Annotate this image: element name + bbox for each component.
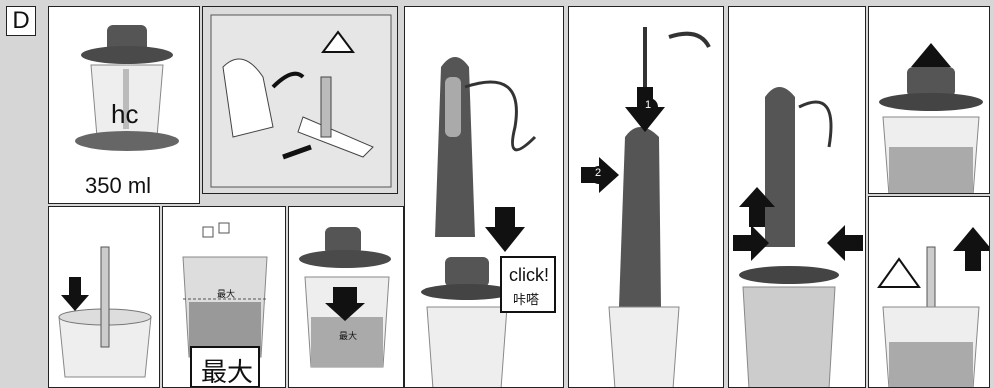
panel-press-buttons: 1 2 bbox=[568, 6, 724, 388]
step-1b: 1 bbox=[853, 235, 859, 246]
panel-detach: 1 1 2 bbox=[728, 6, 866, 388]
step-1: 1 bbox=[645, 99, 651, 111]
step-2: 2 bbox=[755, 190, 761, 201]
panel-click-attach: click! 咔嗒 bbox=[404, 6, 564, 388]
panel-remove-blade bbox=[868, 196, 990, 388]
max-mark: 最大 bbox=[217, 287, 235, 300]
max-mark: 最大 bbox=[339, 329, 357, 342]
down-arrow-icon bbox=[61, 277, 89, 311]
panel-attach-lid: 最大 bbox=[288, 206, 404, 388]
click-attach-illustration bbox=[405, 7, 564, 388]
remove-blade-illustration bbox=[869, 197, 990, 388]
press-buttons-illustration bbox=[569, 7, 724, 388]
panel-remove-lid bbox=[868, 6, 990, 194]
click-text-cn: 咔嗒 bbox=[513, 289, 539, 308]
step-1a: 1 bbox=[737, 235, 743, 246]
down-arrow-icon bbox=[485, 207, 525, 252]
cup-label: hc bbox=[111, 99, 138, 130]
click-text: click! bbox=[509, 265, 549, 286]
panel-chopper-capacity: hc 350 ml bbox=[48, 6, 200, 204]
blade-handling-illustration bbox=[203, 7, 398, 194]
panel-add-food: 最大 最大 bbox=[162, 206, 286, 388]
attach-lid-illustration bbox=[289, 207, 404, 388]
section-label: D bbox=[6, 6, 36, 36]
panel-insert-blade bbox=[48, 206, 160, 388]
step-2: 2 bbox=[595, 167, 601, 179]
capacity-text: 350 ml bbox=[85, 173, 151, 199]
warning-icon bbox=[879, 259, 919, 287]
panel-blade-handling bbox=[202, 6, 398, 194]
up-arrow-icon bbox=[953, 227, 990, 271]
max-label: 最大 bbox=[201, 352, 253, 388]
insert-blade-illustration bbox=[49, 207, 160, 388]
remove-lid-illustration bbox=[869, 7, 990, 194]
detach-illustration bbox=[729, 7, 866, 388]
